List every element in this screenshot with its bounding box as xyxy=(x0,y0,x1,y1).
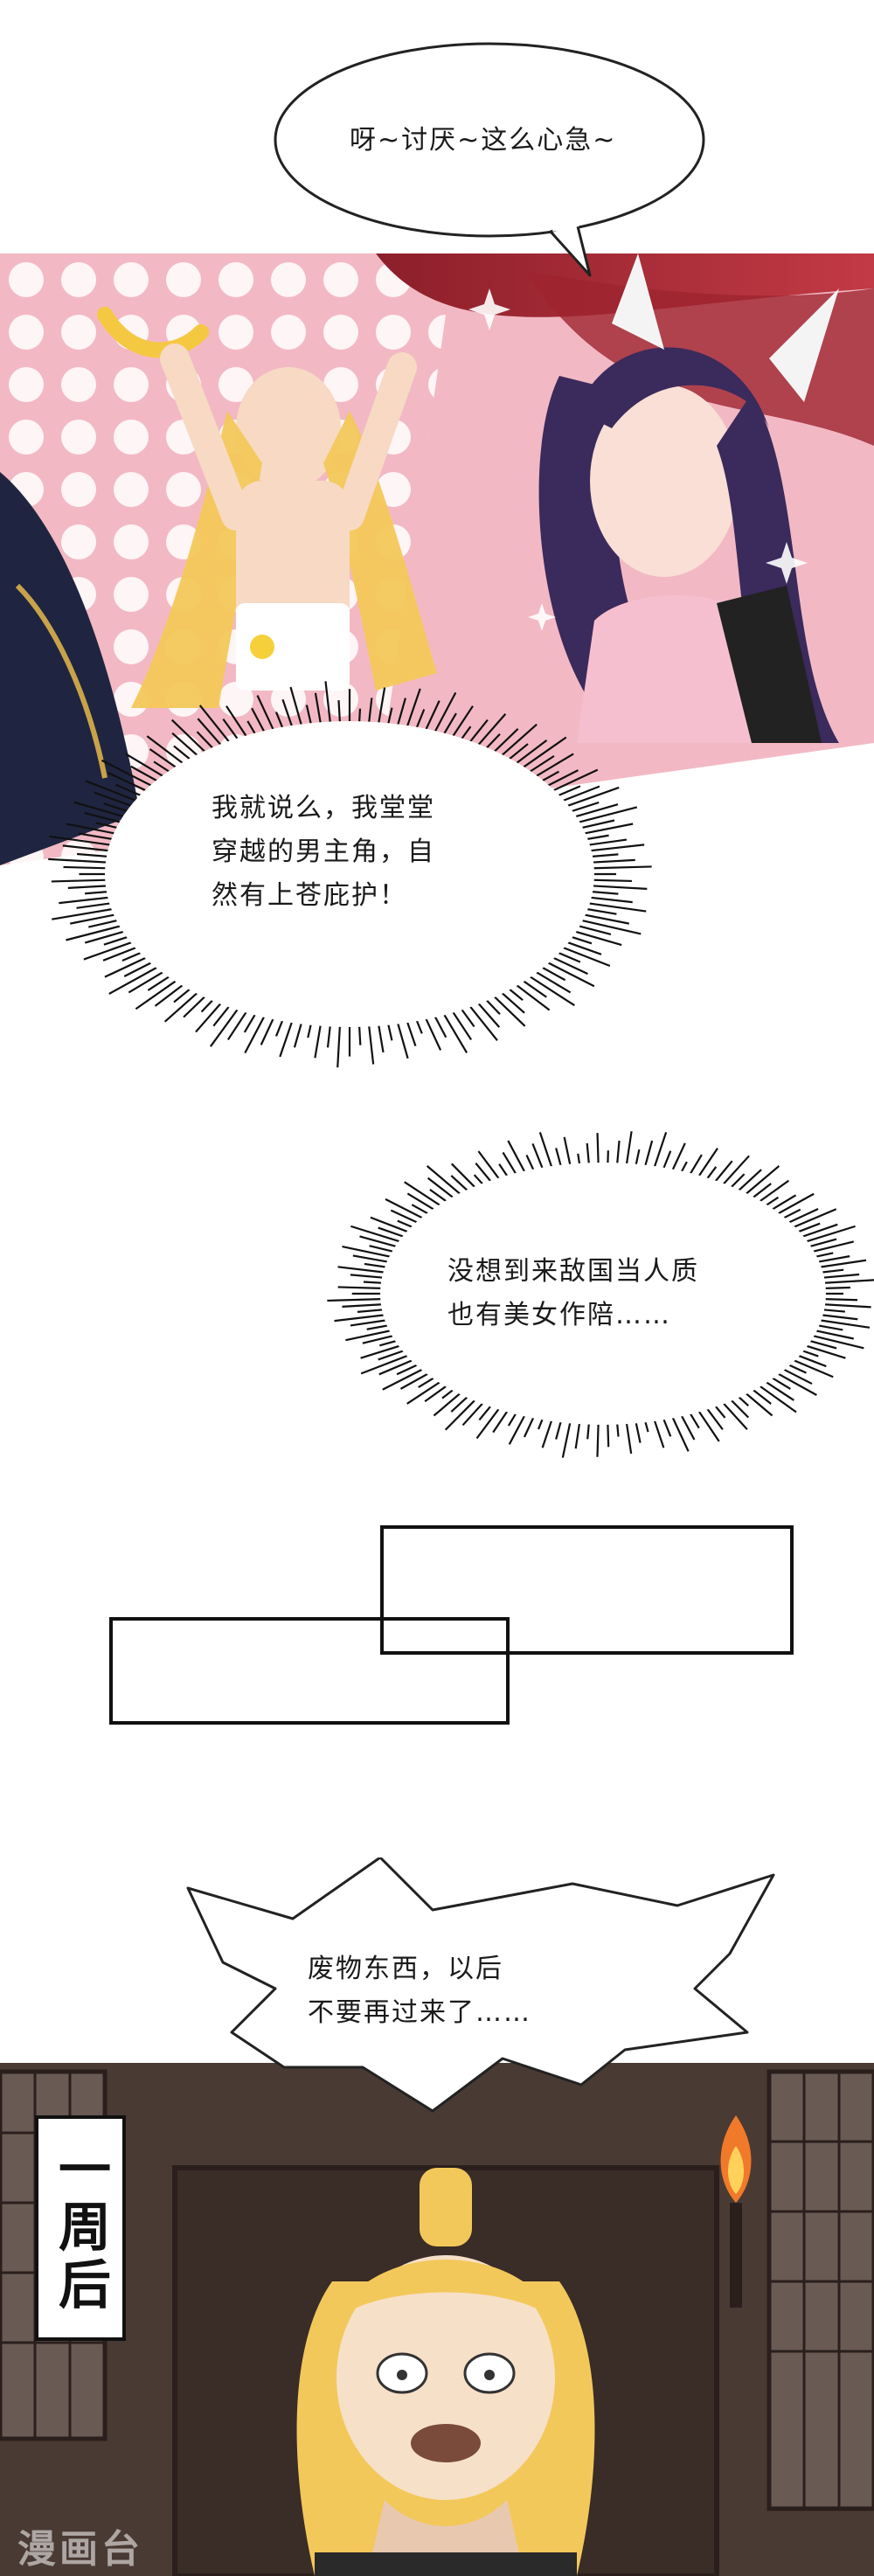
burst-ray xyxy=(585,865,652,870)
spiky-line-1: 废物东西，以后 xyxy=(308,1954,503,1984)
panel-bedroom-scene xyxy=(0,253,874,865)
spiky-speech-bubble xyxy=(186,1857,775,2113)
woman-face xyxy=(590,385,739,577)
burst-ray xyxy=(135,975,184,1010)
burst-ray xyxy=(567,928,622,947)
burst-ray xyxy=(48,858,114,864)
burst-ray xyxy=(816,1302,871,1309)
burst-ray xyxy=(576,823,634,837)
burst-ray xyxy=(337,1266,392,1274)
burst-ray xyxy=(62,844,117,853)
burst-ray xyxy=(571,806,638,825)
burst-ray xyxy=(83,938,140,961)
burst-ray xyxy=(805,1332,864,1350)
burst-ray xyxy=(816,1279,874,1285)
speech-bubble-top xyxy=(274,42,705,277)
burst-ray xyxy=(69,912,123,925)
burst1-line-3: 然有上苍庇护！ xyxy=(212,880,407,911)
time-caption-text: 一周后 xyxy=(49,2142,111,2315)
burst-ray xyxy=(66,923,128,941)
burst-ray xyxy=(812,1318,871,1329)
panel-dark-room xyxy=(0,2063,874,2576)
burst-ray xyxy=(798,1225,856,1246)
boy-head xyxy=(236,367,341,490)
watermark-logo: 漫画台 xyxy=(17,2527,143,2572)
burst-ray xyxy=(49,835,119,847)
bubble-top-text: 呀~讨厌~这么心急~ xyxy=(350,125,617,156)
burst-ray xyxy=(360,1351,416,1375)
burst-ray xyxy=(51,878,114,883)
empty-frame-lower xyxy=(109,1617,510,1725)
burst-ray xyxy=(580,901,647,913)
burst-ray xyxy=(345,1328,399,1342)
burst2-line-2: 也有美女作陪…… xyxy=(447,1300,671,1330)
burst-ray xyxy=(522,971,575,1007)
time-caption-box: 一周后 xyxy=(35,2115,126,2341)
burst-ray xyxy=(576,912,630,925)
empty-frame-upper xyxy=(380,1525,794,1655)
burst-ray xyxy=(555,943,611,968)
burst-ray xyxy=(539,958,595,988)
burst-ray xyxy=(101,759,160,790)
bedroom-illustration xyxy=(0,253,874,865)
burst-ray xyxy=(334,1313,392,1323)
burst-ray xyxy=(327,1297,390,1302)
character-face xyxy=(336,2255,555,2500)
burst-ray xyxy=(73,801,132,820)
burst-ray xyxy=(198,705,235,749)
burst1-line-1: 我就说么，我堂堂 xyxy=(212,793,435,823)
burst-ray xyxy=(85,780,144,805)
dark-room-illustration xyxy=(0,2063,874,2576)
spiky-line-2: 不要再过来了…… xyxy=(308,1997,531,2028)
burst-ray xyxy=(342,1245,399,1260)
burst-ray xyxy=(59,895,117,905)
burst-ray xyxy=(350,1225,408,1246)
burst-ray xyxy=(108,962,165,995)
burst-ray xyxy=(582,844,645,853)
burst-bubble-1 xyxy=(48,681,652,1068)
burst-bubble-2 xyxy=(327,1131,874,1458)
burst-ray xyxy=(52,906,121,920)
burst-ray xyxy=(66,823,123,837)
burst-ray xyxy=(545,768,599,795)
burst-ray xyxy=(516,736,567,774)
burst-ray xyxy=(559,786,620,810)
burst-ray xyxy=(585,884,648,890)
burst-ray xyxy=(812,1259,867,1269)
burst-ray xyxy=(573,917,642,935)
burst1-line-2: 穿越的男主角，自 xyxy=(212,837,435,867)
burst2-line-1: 没想到来敌国当人质 xyxy=(447,1256,699,1287)
